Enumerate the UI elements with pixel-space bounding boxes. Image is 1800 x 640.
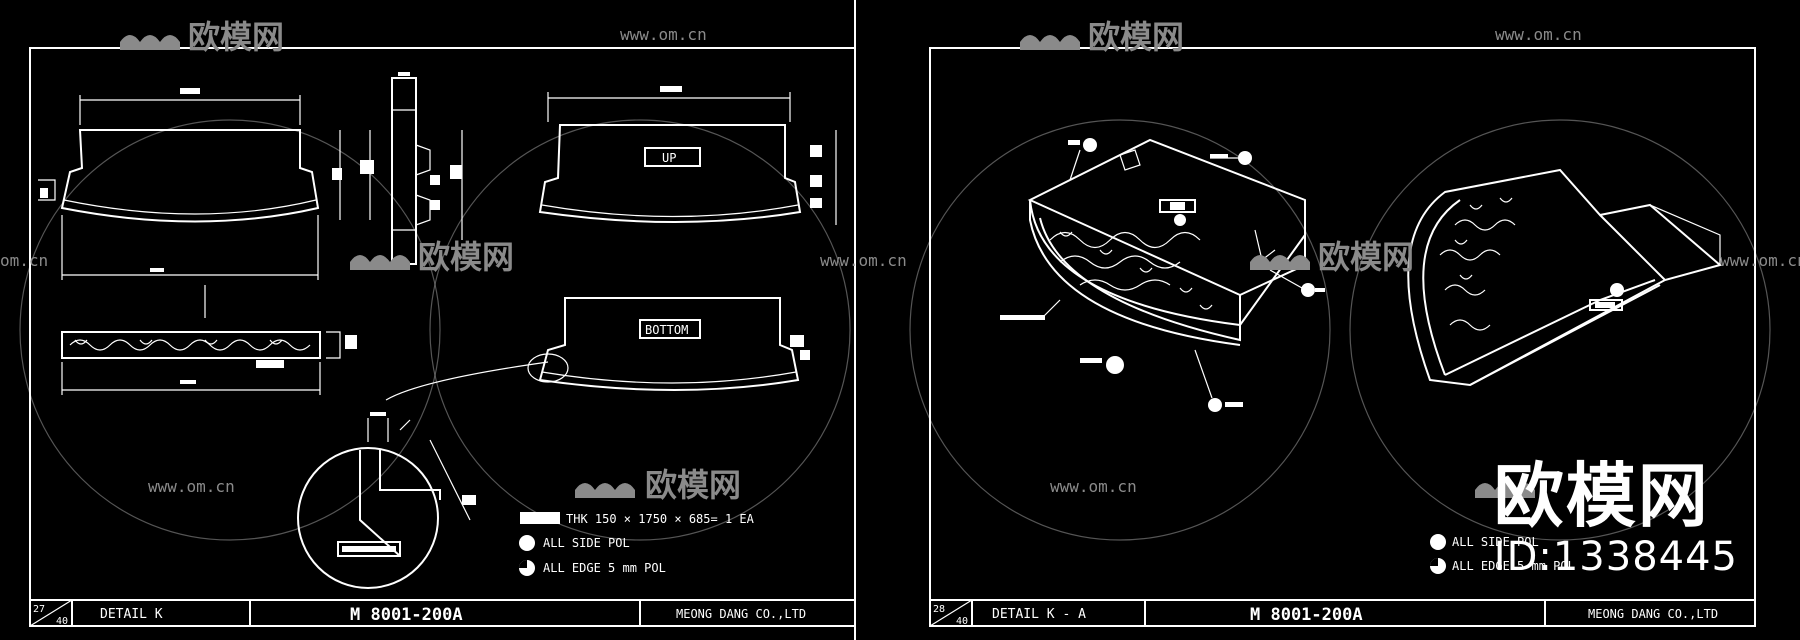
isometric-view-2 bbox=[1407, 168, 1723, 387]
sheet-right-border bbox=[929, 47, 1756, 627]
bottom-label: BOTTOM bbox=[645, 323, 688, 337]
watermarks: 欧模网 www.om.cn 欧模网 www.om.cn om.cn 欧模网 ww… bbox=[0, 18, 1800, 504]
isometric-view-1 bbox=[1000, 138, 1325, 412]
watermark-url-3: www.om.cn bbox=[820, 251, 907, 270]
watermark-url-1: www.om.cn bbox=[620, 25, 707, 44]
legend-left: THK 150 × 1750 × 685= 1 EA ALL SIDE POL … bbox=[519, 512, 755, 576]
legend-left-item-2: ALL SIDE POL bbox=[543, 536, 630, 550]
sheet-right-number: 28 bbox=[933, 604, 945, 615]
watermark-logo-5: 欧模网 bbox=[575, 466, 741, 504]
watermark-large: 欧模网 ID:1338445 bbox=[1494, 458, 1738, 580]
watermark-brand-5: 欧模网 bbox=[645, 466, 741, 504]
legend-right: ALL SIDE POL ALL EDGE 5 mm POL bbox=[1430, 534, 1575, 574]
sheet-right-detail-title: DETAIL K - A bbox=[992, 607, 1086, 622]
sheet-right: 28 40 DETAIL K - A M 8001-200A MEONG DAN… bbox=[929, 47, 1756, 627]
watermark-logo-1: 欧模网 bbox=[120, 18, 284, 56]
legend-right-dot-symbol bbox=[1430, 534, 1446, 550]
sheet-left-total: 40 bbox=[56, 616, 68, 627]
sheet-left-number: 27 bbox=[33, 604, 45, 615]
legend-dot-symbol bbox=[519, 535, 535, 551]
sheet-left-detail-title: DETAIL K bbox=[100, 607, 163, 622]
watermark-brand-4: 欧模网 bbox=[1318, 238, 1414, 276]
sheet-right-drawing-code: M 8001-200A bbox=[1250, 605, 1363, 625]
up-view: UP bbox=[538, 86, 837, 225]
detail-circle bbox=[297, 361, 549, 589]
watermark-brand-3: 欧模网 bbox=[418, 238, 514, 276]
watermark-url-4: www.om.cn bbox=[1720, 251, 1800, 270]
sheet-right-company: MEONG DANG CO.,LTD bbox=[1588, 607, 1718, 621]
watermark-url-2: www.om.cn bbox=[1495, 25, 1582, 44]
watermark-id: ID:1338445 bbox=[1493, 534, 1738, 580]
watermark-large-brand: 欧模网 bbox=[1493, 455, 1710, 537]
legend-bar-symbol bbox=[520, 512, 560, 524]
sheet-left-company: MEONG DANG CO.,LTD bbox=[676, 607, 806, 621]
watermark-brand-1: 欧模网 bbox=[188, 18, 284, 56]
front-view bbox=[38, 88, 342, 280]
watermark-url-5: www.om.cn bbox=[148, 477, 235, 496]
watermark-url-6: www.om.cn bbox=[1050, 477, 1137, 496]
sheet-left: 27 40 DETAIL K M 8001-200A MEONG DANG CO… bbox=[29, 47, 856, 627]
legend-right-item-2: ALL EDGE 5 mm POL bbox=[1452, 559, 1575, 573]
legend-left-item-3: ALL EDGE 5 mm POL bbox=[543, 561, 666, 575]
up-label: UP bbox=[662, 151, 676, 165]
legend-right-item-1: ALL SIDE POL bbox=[1452, 535, 1539, 549]
watermark-logo-6 bbox=[1475, 483, 1535, 498]
sheet-right-total: 40 bbox=[956, 616, 968, 627]
legend-left-item-1: THK 150 × 1750 × 685= 1 EA bbox=[566, 512, 755, 526]
sheet-left-drawing-code: M 8001-200A bbox=[350, 605, 463, 625]
side-view bbox=[360, 72, 463, 265]
watermark-logo-3: 欧模网 bbox=[350, 238, 514, 276]
watermark-brand-2: 欧模网 bbox=[1088, 18, 1184, 56]
plan-view bbox=[61, 285, 357, 395]
watermark-circles bbox=[19, 119, 1771, 541]
sheet-left-border bbox=[29, 47, 856, 627]
watermark-url-partial-1: om.cn bbox=[0, 251, 48, 270]
bottom-view: BOTTOM bbox=[527, 297, 810, 391]
watermark-logo-4: 欧模网 bbox=[1250, 238, 1414, 276]
watermark-logo-2: 欧模网 bbox=[1020, 18, 1184, 56]
